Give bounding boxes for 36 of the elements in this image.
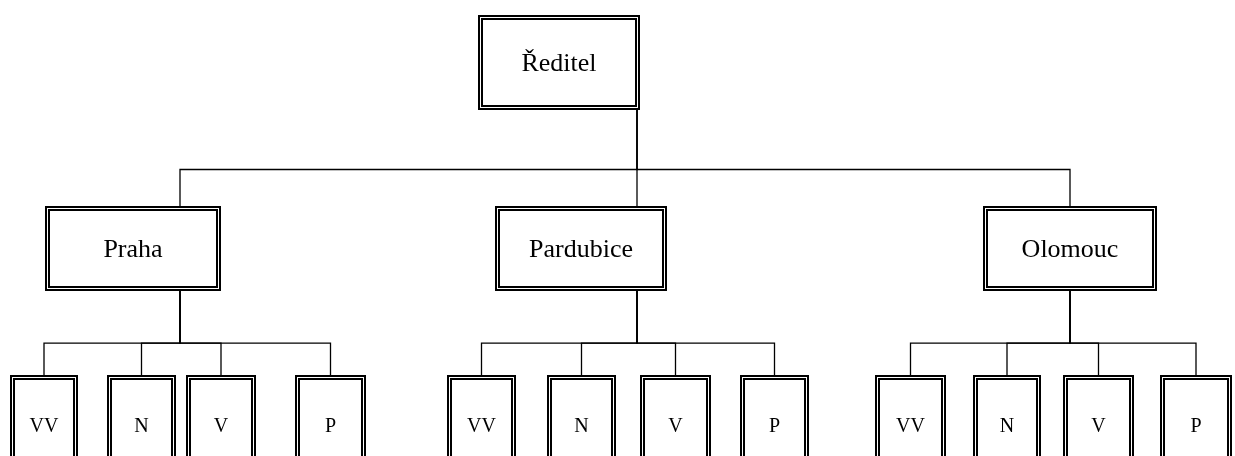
node-label: VV	[29, 413, 59, 437]
connector-line	[179, 290, 332, 376]
department-box	[107, 375, 176, 456]
connector-line	[1069, 290, 1197, 376]
node-label: Pardubice	[529, 233, 633, 264]
node-label: N	[574, 413, 589, 437]
director-box	[478, 15, 640, 110]
node-label: VV	[467, 413, 496, 437]
node-label: Praha	[103, 233, 163, 264]
department-box	[740, 375, 809, 456]
branch-box	[983, 206, 1157, 291]
connector-line	[636, 290, 776, 376]
department-box	[1063, 375, 1134, 456]
node-label: V	[213, 413, 229, 437]
department-box	[295, 375, 366, 456]
node-label: VV	[896, 413, 925, 437]
node-label: Olomouc	[1021, 233, 1119, 264]
department-box	[1160, 375, 1232, 456]
department-box	[875, 375, 946, 456]
department-box	[186, 375, 256, 456]
node-label: P	[1190, 413, 1202, 437]
department-box	[447, 375, 516, 456]
branch-box	[495, 206, 667, 291]
department-box	[640, 375, 711, 456]
connector-line	[636, 109, 1071, 207]
node-label: N	[999, 413, 1015, 437]
node-label: Ředitel	[521, 47, 597, 78]
branch-box	[45, 206, 221, 291]
node-label: V	[1091, 413, 1106, 437]
department-box	[10, 375, 78, 456]
node-label: N	[134, 413, 149, 437]
department-box	[547, 375, 616, 456]
node-label: P	[324, 413, 337, 437]
department-box	[973, 375, 1041, 456]
node-label: V	[668, 413, 683, 437]
node-label: P	[768, 413, 781, 437]
